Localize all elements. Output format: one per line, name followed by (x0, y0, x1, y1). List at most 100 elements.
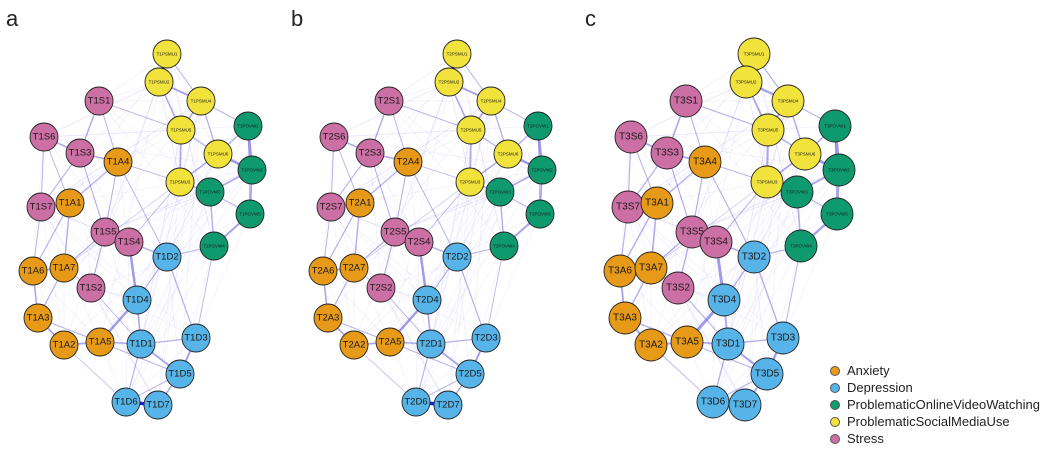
weak-edge (456, 53, 505, 247)
node-label-T3D6: T3D6 (701, 397, 726, 408)
weak-edge (179, 245, 215, 375)
node-label-T3A6: T3A6 (608, 266, 632, 277)
weak-edge (98, 100, 215, 247)
node-T1PSMU3 (165, 167, 195, 197)
node-label-T2D7: T2D7 (436, 400, 459, 411)
legend-item-stress: Stress (830, 430, 1040, 447)
network-panel-b: T2PSMU1T2PSMU2T2PSMU4T2PSMU5T2PSMU6T2PSM… (308, 39, 557, 420)
node-T2A5 (375, 327, 405, 357)
weak-edge (666, 152, 717, 243)
node-label-T2A2: T2A2 (343, 340, 366, 351)
node-T1POVW1 (233, 111, 263, 141)
legend-swatch-psmu (830, 416, 840, 427)
weak-edge (426, 153, 509, 301)
node-label-T2PSMU6: T2PSMU6 (498, 152, 519, 157)
weak-edge (712, 241, 717, 403)
weak-edge (753, 256, 768, 375)
node-T1D1 (126, 329, 156, 359)
weak-edge (712, 245, 802, 403)
node-T3PSMU4 (771, 84, 805, 118)
node-T2D7 (433, 390, 463, 420)
edge-T2S1-T2PSMU5 (388, 100, 472, 131)
node-label-T3A4: T3A4 (693, 157, 717, 168)
legend-item-depression: Depression (830, 379, 1040, 396)
weak-edge (32, 270, 101, 343)
node-label-T1A6: T1A6 (22, 266, 45, 277)
node-T1S7 (26, 192, 56, 222)
weak-edge (394, 81, 450, 233)
weak-edge (330, 206, 428, 301)
node-label-T3A7: T3A7 (639, 263, 663, 274)
node-T1S1 (84, 86, 114, 116)
node-label-T2S4: T2S4 (408, 237, 431, 248)
node-T2D3 (471, 323, 501, 353)
node-T1D6 (111, 387, 141, 417)
node-label-T1A5: T1A5 (89, 337, 112, 348)
node-label-T2S5: T2S5 (384, 227, 407, 238)
node-T3POVW3 (780, 175, 814, 209)
weak-edge (766, 245, 802, 375)
weak-edge (650, 81, 747, 346)
node-T1PSMU2 (144, 67, 174, 97)
weak-edge (380, 287, 449, 406)
node-T3A7 (634, 251, 668, 285)
node-T3S2 (661, 271, 695, 305)
node-T3S3 (650, 136, 684, 170)
node-label-T1D1: T1D1 (129, 339, 152, 350)
weak-edge (469, 245, 505, 375)
node-T2A2 (339, 330, 369, 360)
edge-T2A4-T2D2 (407, 161, 458, 258)
weak-edge (753, 153, 806, 258)
weak-edge (63, 81, 160, 346)
node-label-T1D4: T1D4 (125, 295, 148, 306)
weak-edge (727, 169, 840, 345)
node-T1D7 (143, 390, 173, 420)
node-label-T1POVW5: T1POVW5 (239, 212, 261, 217)
node-label-T3D1: T3D1 (716, 339, 741, 350)
node-T1PSMU5 (166, 115, 196, 145)
node-T2D6 (401, 387, 431, 417)
weak-edge (380, 245, 505, 289)
node-label-T2A4: T2A4 (397, 157, 420, 168)
node-label-T1PSMU5: T1PSMU5 (171, 128, 192, 133)
network-panel-a: T1PSMU1T1PSMU2T1PSMU4T1PSMU5T1PSMU6T1PSM… (18, 39, 267, 420)
legend-swatch-stress (830, 433, 840, 444)
weak-edge (353, 81, 450, 346)
edge-T3A4-T3D2 (704, 161, 755, 258)
weak-edge (166, 53, 215, 247)
legend-item-anxiety: Anxiety (830, 362, 1040, 379)
node-label-T3POVW4: T3POVW4 (790, 244, 812, 249)
node-label-T3PSMU3: T3PSMU3 (757, 180, 778, 185)
node-label-T2S6: T2S6 (323, 132, 346, 143)
node-label-T1S6: T1S6 (33, 132, 56, 143)
node-T3A2 (634, 328, 668, 362)
node-label-T1PSMU4: T1PSMU4 (191, 99, 212, 104)
node-T3A4 (688, 145, 722, 179)
panel-b-label: b (291, 6, 304, 31)
weak-edge (380, 287, 449, 406)
weak-edge (90, 245, 215, 289)
node-T3D5 (750, 357, 784, 391)
node-T1A3 (23, 303, 53, 333)
node-T3A1 (640, 186, 674, 220)
weak-edge (456, 153, 509, 258)
node-T3S1 (669, 84, 703, 118)
weak-edge (630, 129, 769, 138)
weak-edge (136, 181, 181, 301)
weak-edge (677, 287, 746, 406)
node-label-T1A4: T1A4 (107, 157, 130, 168)
node-label-T1PSMU1: T1PSMU1 (157, 52, 178, 57)
weak-edge (104, 169, 253, 233)
node-label-T1D3: T1D3 (184, 333, 207, 344)
weak-edge (63, 181, 181, 269)
node-label-T2POVW4: T2POVW4 (493, 244, 515, 249)
node-label-T2POVW5: T2POVW5 (529, 212, 551, 217)
node-T1S3 (65, 138, 95, 168)
node-T2A6 (308, 256, 338, 286)
weak-edge (353, 181, 471, 269)
node-label-T1PSMU2: T1PSMU2 (149, 80, 170, 85)
node-T2S1 (374, 86, 404, 116)
node-label-T2D4: T2D4 (415, 295, 438, 306)
weak-edge (166, 153, 219, 258)
node-T2POVW5 (525, 199, 555, 229)
